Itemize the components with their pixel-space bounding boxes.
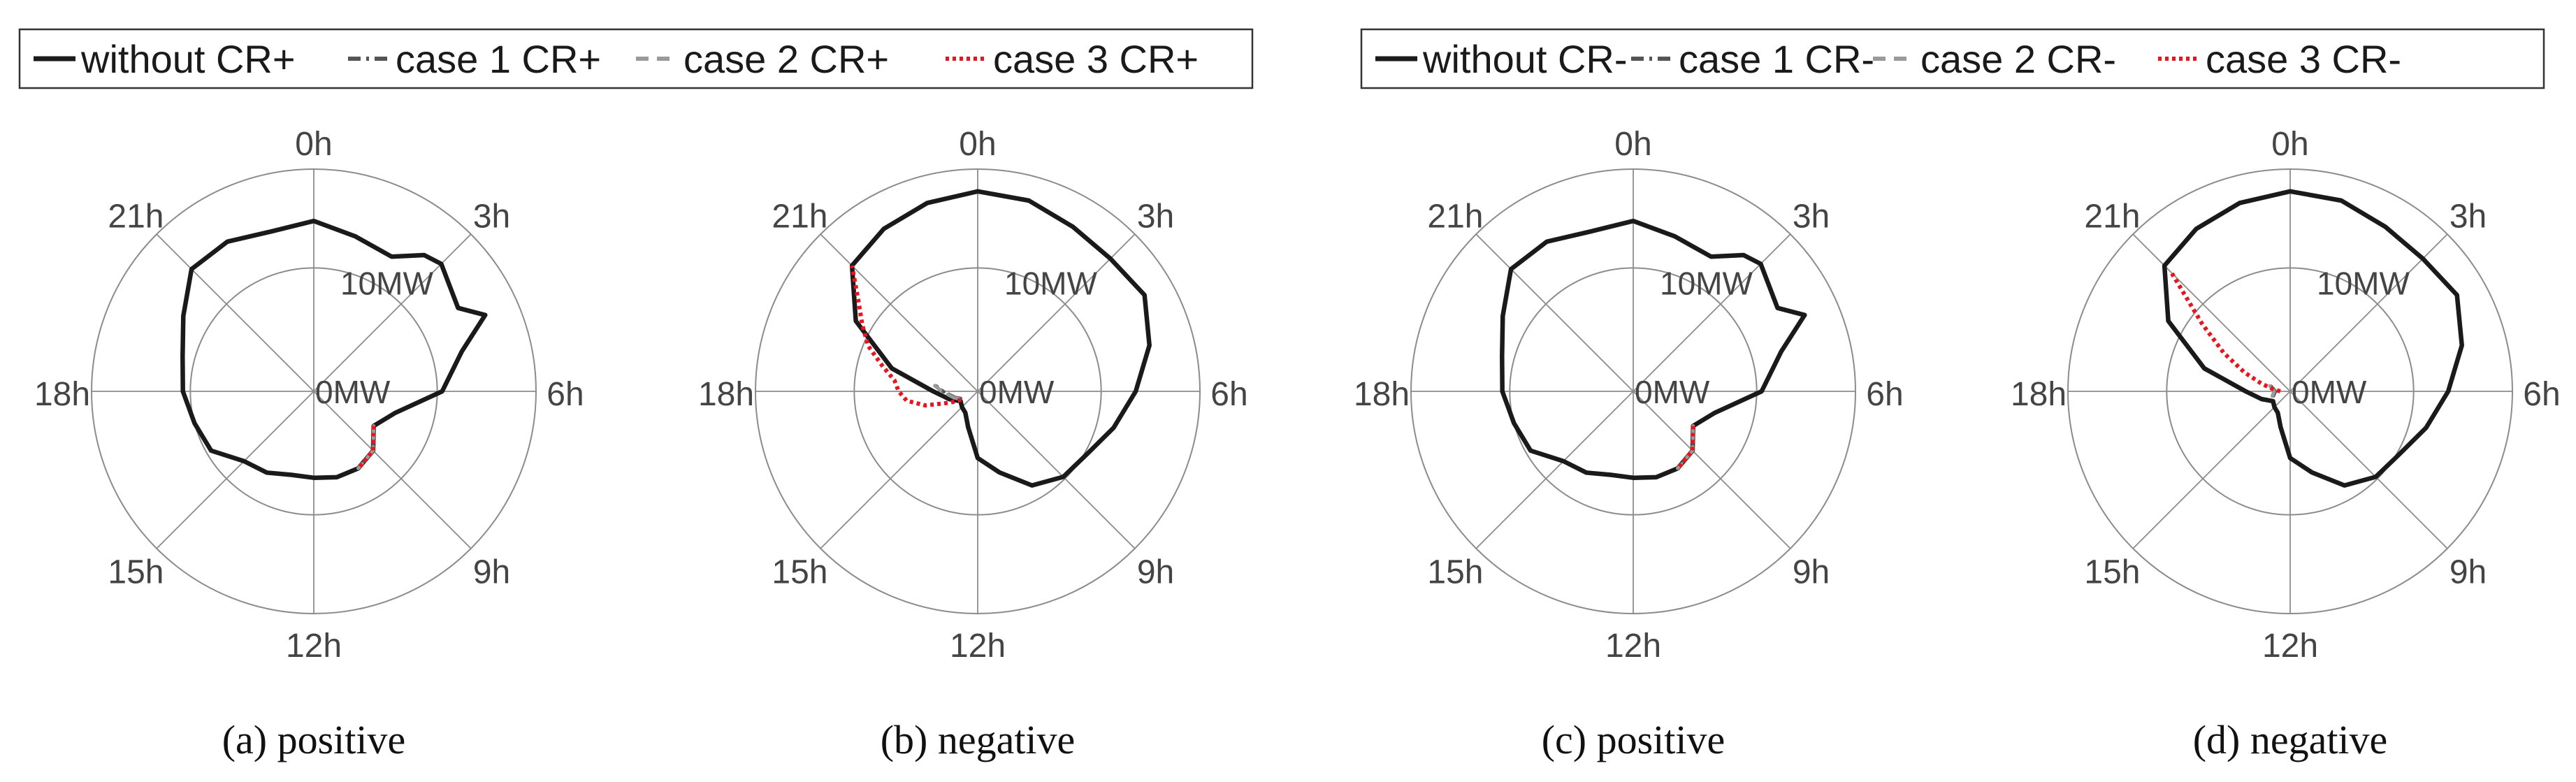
angle-tick-label: 9h — [1137, 554, 1174, 591]
angle-tick-label: 6h — [2523, 376, 2560, 413]
legend-label: case 2 CR+ — [683, 37, 889, 81]
polar-chart-c: 0h 3h 6h 9h 12h 15h 18h 21h 0MW 10MW — [1354, 126, 1904, 665]
radial-tick-label: 10MW — [2317, 265, 2410, 301]
angle-tick-label: 3h — [2450, 198, 2487, 235]
legend-label: without CR+ — [80, 37, 296, 81]
caption-b: (b) negative — [881, 717, 1076, 762]
legend-label: without CR- — [1422, 37, 1628, 81]
angle-tick-label: 12h — [286, 628, 342, 665]
angle-tick-label: 15h — [108, 554, 164, 591]
legend-cr-plus: without CR+ case 1 CR+ case 2 CR+ case 3 CR… — [18, 28, 1254, 89]
polar-spoke — [156, 233, 472, 549]
angle-tick-label: 18h — [698, 376, 754, 413]
angle-tick-label: 21h — [1427, 198, 1483, 235]
legend-label: case 1 CR+ — [396, 37, 601, 81]
legend-label: case 3 CR+ — [993, 37, 1199, 81]
angle-tick-label: 3h — [1137, 198, 1174, 235]
angle-tick-label: 12h — [950, 628, 1006, 665]
radial-tick-label: 0MW — [2292, 374, 2367, 410]
series-line-without-cr- — [849, 189, 1152, 488]
angle-tick-label: 21h — [108, 198, 164, 235]
angle-tick-label: 6h — [1210, 376, 1247, 413]
angle-tick-label: 12h — [1605, 628, 1661, 665]
caption-c: (c) positive — [1542, 717, 1725, 762]
angle-tick-label: 9h — [1793, 554, 1830, 591]
series-line-case-3-cr- — [850, 265, 962, 408]
angle-tick-label: 9h — [2450, 554, 2487, 591]
legend-label: case 2 CR- — [1920, 37, 2116, 81]
polar-chart-b: 0h 3h 6h 9h 12h 15h 18h 21h 0MW 10MW — [698, 126, 1248, 665]
angle-tick-label: 0h — [2271, 126, 2308, 163]
polar-spoke — [820, 233, 1136, 549]
angle-tick-label: 0h — [1614, 126, 1651, 163]
angle-tick-label: 9h — [473, 554, 510, 591]
series-line-without-cr- — [180, 218, 488, 480]
angle-tick-label: 18h — [1354, 376, 1410, 413]
angle-tick-label: 3h — [1793, 198, 1830, 235]
angle-tick-label: 21h — [2084, 198, 2140, 235]
angle-tick-label: 15h — [1427, 554, 1483, 591]
angle-tick-label: 18h — [2011, 376, 2067, 413]
polar-spoke — [2132, 233, 2448, 549]
series-line-without-cr- — [2162, 189, 2464, 488]
series-line-case-3-cr- — [356, 426, 376, 470]
caption-d: (d) negative — [2193, 717, 2388, 762]
legend-label: case 1 CR- — [1679, 37, 1874, 81]
series-line-case-3-cr- — [2169, 271, 2281, 393]
polar-chart-d: 0h 3h 6h 9h 12h 15h 18h 21h 0MW 10MW — [2011, 126, 2561, 665]
angle-tick-label: 15h — [772, 554, 827, 591]
radial-tick-label: 10MW — [1004, 265, 1097, 301]
legend-label: case 3 CR- — [2206, 37, 2401, 81]
angle-tick-label: 21h — [772, 198, 827, 235]
series-line-without-cr- — [1500, 218, 1807, 480]
angle-tick-label: 6h — [1866, 376, 1903, 413]
angle-tick-label: 6h — [547, 376, 584, 413]
angle-tick-label: 0h — [295, 126, 332, 163]
angle-tick-label: 12h — [2262, 628, 2318, 665]
angle-tick-label: 18h — [34, 376, 90, 413]
polar-spoke — [1475, 233, 1791, 549]
polar-chart-a: 0h 3h 6h 9h 12h 15h 18h 21h 0MW 10MW — [34, 126, 584, 665]
radial-tick-label: 0MW — [1635, 374, 1710, 410]
caption-a: (a) positive — [222, 717, 406, 762]
angle-tick-label: 15h — [2084, 554, 2140, 591]
legend-box — [1360, 28, 2545, 89]
series-line-case-3-cr- — [1676, 426, 1695, 470]
angle-tick-label: 3h — [473, 198, 510, 235]
legend-cr-minus: without CR-case 1 CR-case 2 CR-case 3 CR… — [1360, 28, 2545, 89]
radial-tick-label: 10MW — [340, 265, 433, 301]
radial-tick-label: 0MW — [315, 374, 391, 410]
radial-tick-label: 0MW — [979, 374, 1055, 410]
radial-tick-label: 10MW — [1660, 265, 1753, 301]
angle-tick-label: 0h — [959, 126, 996, 163]
series-line-case-2-cr- — [933, 384, 962, 401]
